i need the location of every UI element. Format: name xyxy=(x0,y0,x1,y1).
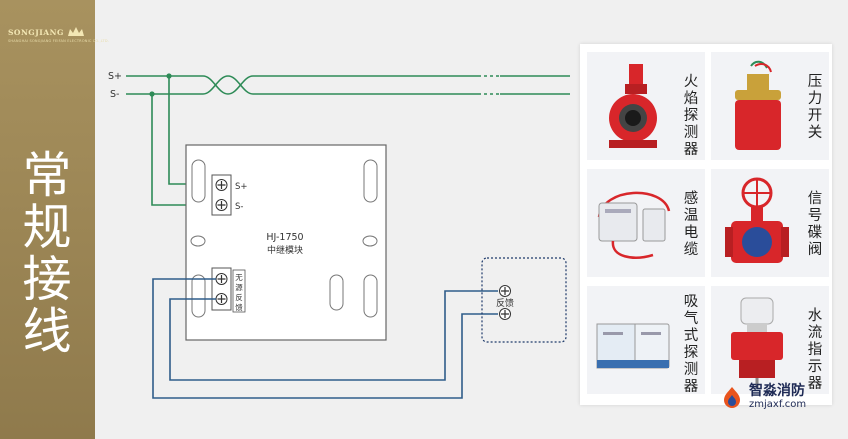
label-char: 测 xyxy=(683,362,699,378)
label-char: 示 xyxy=(807,359,823,375)
zmj-logo-icon xyxy=(724,387,740,408)
relay-module: S+ S- 无 源 反 馈 HJ-1750 中继模块 xyxy=(185,144,387,341)
screw-terminal-icon xyxy=(215,293,228,305)
label-char: 号 xyxy=(807,208,823,224)
bus-wire-s-minus xyxy=(126,75,570,95)
sidebar-title-char: 线 xyxy=(22,303,72,360)
device-card-water-flow-indicator: 水 流 指 示 器 xyxy=(711,286,829,394)
device-label: 水 流 指 示 器 xyxy=(807,308,823,393)
label-char: 压 xyxy=(807,74,823,90)
module-name: 中继模块 xyxy=(267,244,303,256)
external-feedback-terminal: 反馈 xyxy=(481,257,567,343)
label-char: 缆 xyxy=(683,242,699,258)
bus-s-minus-label: S- xyxy=(110,89,119,100)
feedback-label-char: 反 xyxy=(235,292,243,302)
label-char: 碟 xyxy=(807,225,823,241)
water-flow-indicator-icon xyxy=(731,297,783,388)
feedback-wire-2 xyxy=(169,290,498,381)
external-terminal-label: 反馈 xyxy=(496,297,514,309)
flame-detector-icon xyxy=(609,64,657,148)
sidebar-title: 常 规 接 线 xyxy=(12,150,82,358)
label-char: 测 xyxy=(683,125,699,141)
label-char: 开 xyxy=(807,108,823,124)
heat-cable-icon xyxy=(597,191,671,259)
sidebar-title-char: 接 xyxy=(22,251,72,308)
watermark-url: zmjaxf.com xyxy=(749,399,807,410)
label-char: 器 xyxy=(683,142,699,158)
sidebar-title-char: 常 xyxy=(22,147,72,204)
label-char: 探 xyxy=(683,108,699,124)
label-char: 感 xyxy=(683,191,699,207)
butterfly-valve-icon xyxy=(725,177,789,263)
sidebar-title-char: 规 xyxy=(22,199,72,256)
label-char: 力 xyxy=(807,91,823,107)
label-char: 流 xyxy=(807,325,823,341)
feedback-label-char: 无 xyxy=(235,273,243,282)
device-card-aspirating-detector: 吸 气 式 探 测 器 xyxy=(587,286,705,396)
device-card-butterfly-valve: 信 号 碟 阀 xyxy=(711,169,829,277)
sidebar: SONGJIANG SHANGHAI SONGJIANG FEIFAN ELEC… xyxy=(0,0,109,439)
label-char: 温 xyxy=(683,208,699,224)
label-char: 焰 xyxy=(683,91,699,107)
label-char: 指 xyxy=(807,342,823,358)
pressure-switch-icon xyxy=(735,60,781,150)
terminal-s-minus-label: S- xyxy=(235,202,243,212)
device-card-heat-cable: 感 温 电 缆 xyxy=(587,169,705,277)
device-label: 吸 气 式 探 测 器 xyxy=(683,294,699,396)
device-panel: 火 焰 探 测 器 压 力 开 关 xyxy=(580,44,832,405)
terminal-s-plus-label: S+ xyxy=(235,182,248,192)
crown-icon xyxy=(67,27,84,36)
label-char: 水 xyxy=(807,308,823,324)
device-card-flame-detector: 火 焰 探 测 器 xyxy=(587,52,705,160)
brand-logo: SONGJIANG xyxy=(8,26,85,38)
device-label: 感 温 电 缆 xyxy=(683,191,699,259)
feedback-label-char: 馈 xyxy=(235,302,243,312)
screw-terminal-icon xyxy=(499,285,511,297)
label-char: 火 xyxy=(683,74,699,90)
label-char: 器 xyxy=(807,376,823,392)
label-char: 式 xyxy=(683,328,699,344)
label-char: 器 xyxy=(683,379,699,395)
feedback-wire-1 xyxy=(152,278,498,399)
label-char: 吸 xyxy=(683,294,699,310)
label-char: 关 xyxy=(807,125,823,141)
bus-s-plus-label: S+ xyxy=(108,71,122,82)
device-label: 火 焰 探 测 器 xyxy=(683,74,699,159)
device-card-pressure-switch: 压 力 开 关 xyxy=(711,52,829,160)
screw-terminal-icon xyxy=(215,199,228,211)
screw-terminal-icon xyxy=(215,273,228,285)
screw-terminal-icon xyxy=(499,308,511,320)
watermark: 智淼消防 zmjaxf.com xyxy=(720,384,806,410)
device-label: 压 力 开 关 xyxy=(807,74,823,142)
screw-terminal-icon xyxy=(215,179,228,191)
module-model: HJ-1750 xyxy=(266,232,303,243)
feedback-label-char: 源 xyxy=(235,283,243,292)
label-char: 气 xyxy=(683,311,699,327)
label-char: 电 xyxy=(683,225,699,241)
bus-wire-s-plus xyxy=(126,75,570,95)
brand-name: SONGJIANG xyxy=(8,27,64,37)
label-char: 信 xyxy=(807,191,823,207)
device-label: 信 号 碟 阀 xyxy=(807,191,823,259)
watermark-name: 智淼消防 xyxy=(749,383,805,399)
brand-subtitle: SHANGHAI SONGJIANG FEIFAN ELECTRONIC CO.… xyxy=(8,39,110,43)
label-char: 探 xyxy=(683,345,699,361)
aspirating-detector-icon xyxy=(596,323,670,369)
label-char: 阀 xyxy=(807,242,823,258)
